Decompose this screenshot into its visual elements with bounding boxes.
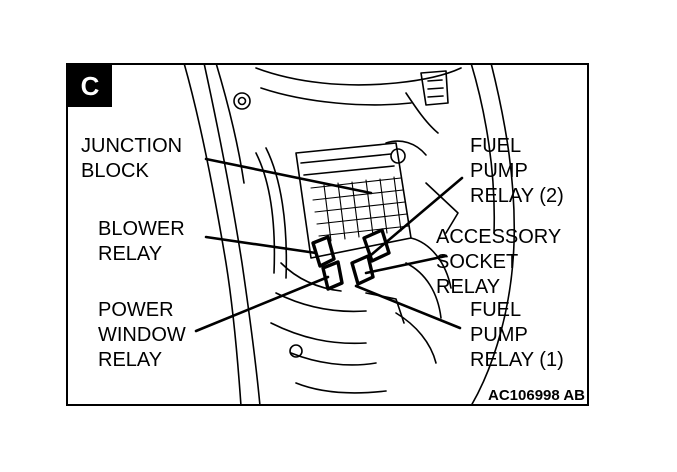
label-line: FUEL <box>470 135 522 157</box>
diagram-frame <box>66 63 589 406</box>
label-line: ACCESSORY <box>436 226 562 248</box>
label-blower-relay: BLOWER RELAY <box>98 217 185 267</box>
label-line: PUMP <box>470 324 528 346</box>
label-line: SOCKET <box>436 251 519 273</box>
label-line: FUEL <box>470 299 522 321</box>
view-badge: C <box>68 65 112 107</box>
fuse-box-illustration <box>183 63 516 406</box>
label-junction-block: JUNCTION BLOCK <box>81 134 182 184</box>
label-line: BLOCK <box>81 160 149 182</box>
label-line: RELAY (2) <box>470 185 564 207</box>
label-line: PUMP <box>470 160 528 182</box>
label-fuel-pump-relay-2: FUEL PUMP RELAY (2) <box>470 134 564 209</box>
label-line: BLOWER <box>98 218 185 240</box>
figure-code: AC106998 AB <box>488 387 585 404</box>
label-fuel-pump-relay-1: FUEL PUMP RELAY (1) <box>470 298 564 373</box>
label-line: WINDOW <box>98 324 186 346</box>
label-line: RELAY <box>436 276 501 298</box>
label-line: RELAY <box>98 349 163 371</box>
label-line: RELAY <box>98 243 163 265</box>
label-line: RELAY (1) <box>470 349 564 371</box>
label-line: POWER <box>98 299 174 321</box>
label-power-window-relay: POWER WINDOW RELAY <box>98 298 186 373</box>
label-accessory-socket-relay: ACCESSORY SOCKET RELAY <box>436 225 561 300</box>
label-line: JUNCTION <box>81 135 183 157</box>
